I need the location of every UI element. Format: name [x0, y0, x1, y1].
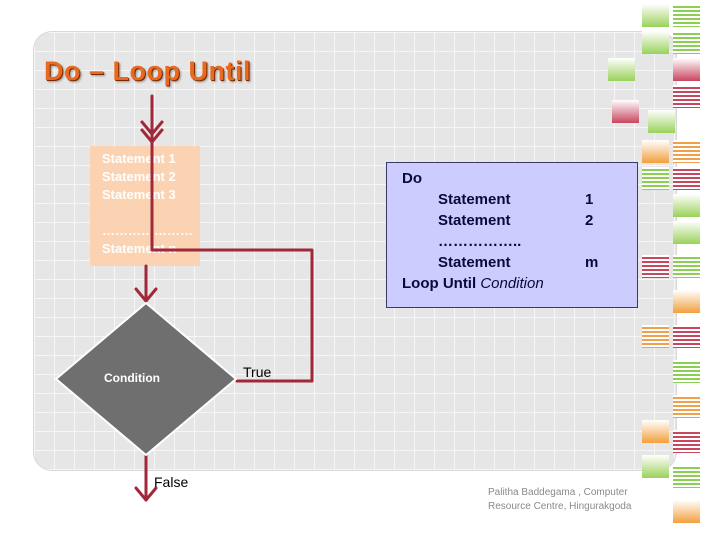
condition-text: Condition [480, 275, 544, 292]
footer-line: Resource Centre, Hingurakgoda [488, 501, 632, 512]
footer-credit: Palitha Baddegama , Computer Resource Ce… [488, 486, 631, 514]
true-label: True [243, 364, 272, 380]
statement-line: Statement n [102, 241, 177, 256]
code-line: Statement 2 [438, 212, 594, 229]
false-label: False [154, 474, 189, 490]
footer-line: Palitha Baddegama , Computer [488, 487, 628, 498]
arrowhead-down-icon [140, 120, 164, 136]
condition-diamond [54, 301, 238, 457]
loop-until-keyword: Loop Until [402, 275, 481, 292]
true-loop-line [150, 144, 314, 383]
statement-line: Statement 1 [102, 151, 176, 166]
code-line: …………….. [438, 233, 522, 250]
condition-label: Condition [104, 371, 160, 385]
arrowhead-down-icon [134, 486, 158, 502]
slide-title: Do – Loop Until [44, 56, 251, 86]
code-line: Statement 1 [438, 191, 594, 208]
code-line-do: Do [402, 168, 637, 189]
statement-line: ………………… [102, 223, 193, 238]
statements-box: Statement 1 Statement 2 Statement 3 …………… [90, 146, 200, 266]
statement-line: Statement 3 [102, 187, 176, 202]
do-keyword: Do [402, 170, 422, 187]
code-line-loop-until: Loop Until Condition [402, 273, 637, 294]
syntax-box: Do Statement 1 Statement 2 …………….. State… [386, 162, 638, 308]
arrowhead-down-icon [134, 287, 158, 303]
statement-line: Statement 2 [102, 169, 176, 184]
code-line: Statement m [438, 254, 599, 271]
arrowhead-down-icon [140, 128, 164, 144]
